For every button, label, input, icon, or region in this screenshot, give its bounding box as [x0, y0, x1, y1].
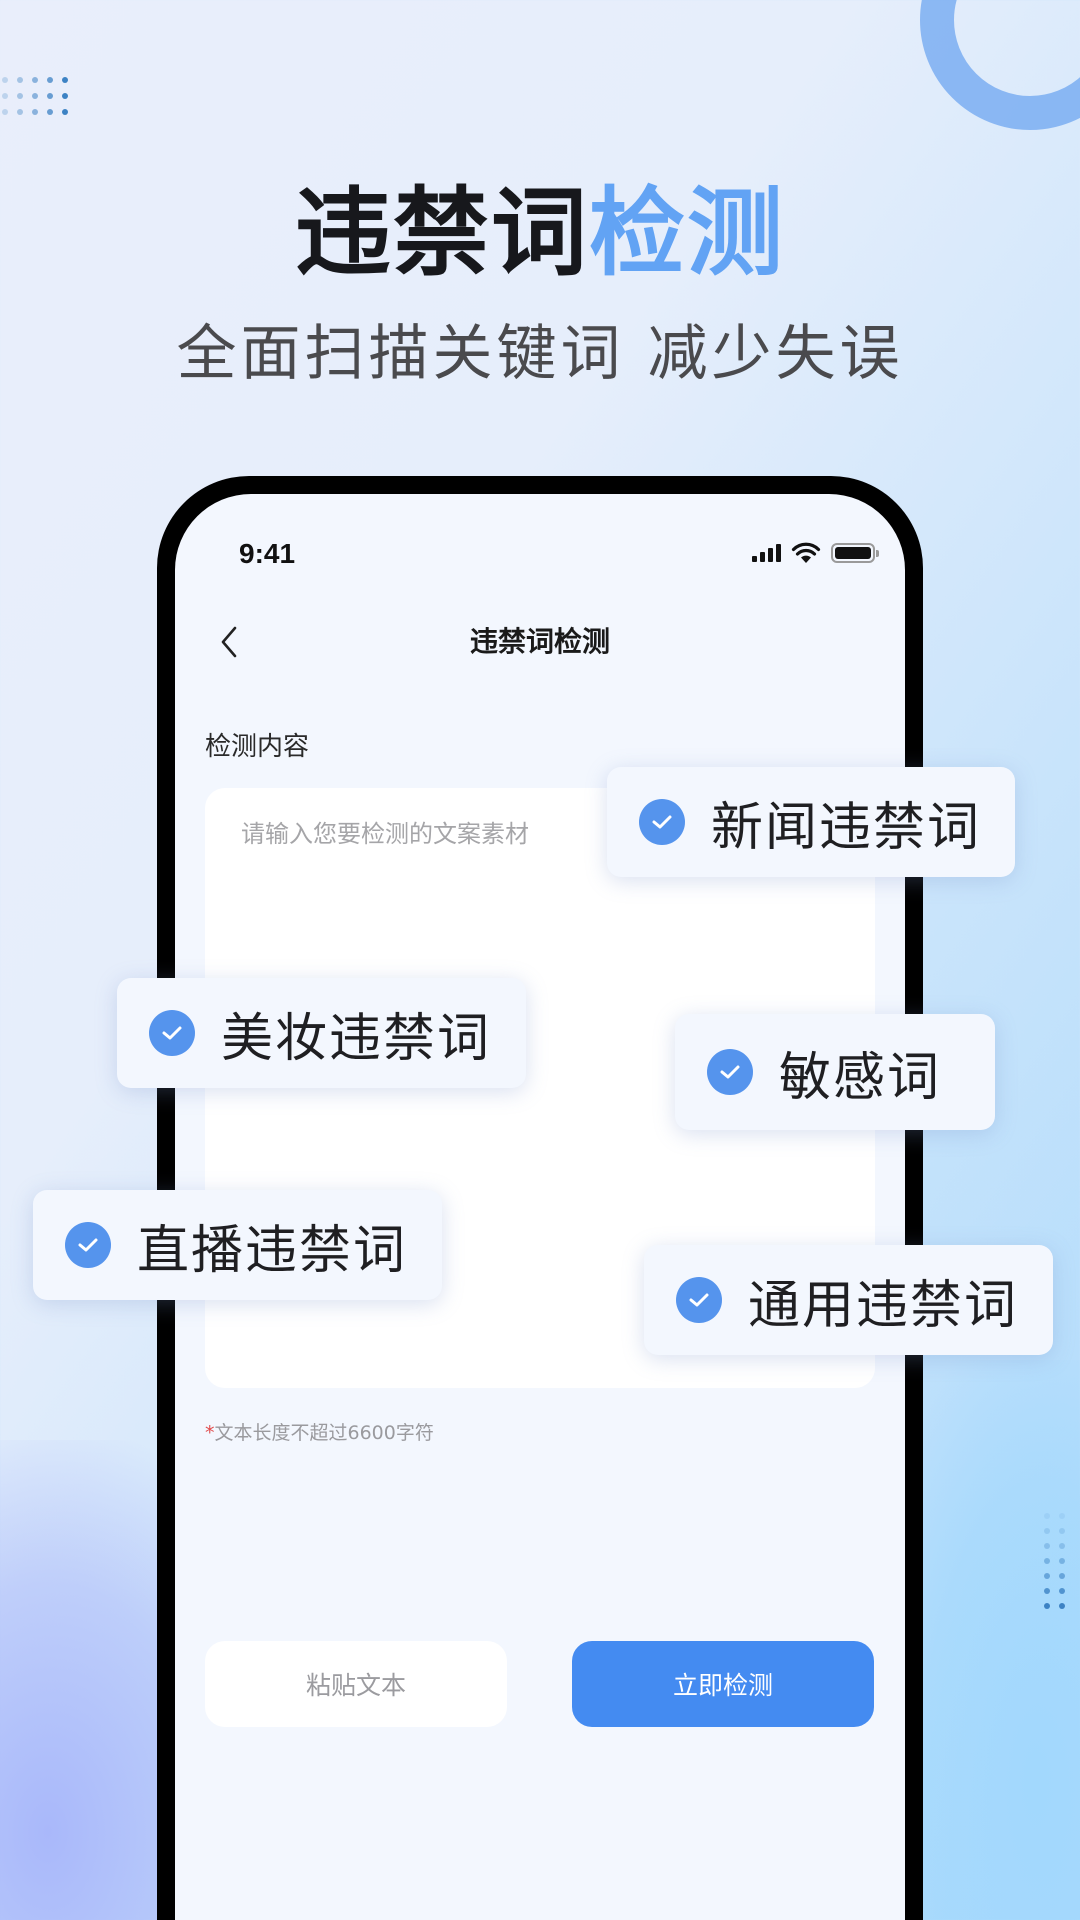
check-circle-icon	[65, 1222, 111, 1268]
hero-title-accent: 检测	[589, 177, 785, 289]
category-label: 美妆违禁词	[221, 1008, 492, 1069]
signal-icon	[752, 544, 781, 562]
required-mark: *	[205, 1422, 215, 1444]
hero-subtitle: 全面扫描关键词 减少失误	[176, 319, 904, 389]
hero-title: 违禁词检测	[0, 155, 1080, 294]
check-circle-icon	[707, 1049, 753, 1095]
category-label: 敏感词	[779, 1047, 942, 1108]
check-circle-icon	[676, 1277, 722, 1323]
category-chip-news[interactable]: 新闻违禁词	[607, 767, 1015, 877]
category-chip-sensitive[interactable]: 敏感词	[675, 1014, 995, 1130]
paste-text-button[interactable]: 粘贴文本	[205, 1641, 507, 1727]
decorative-dots-top-left	[2, 77, 77, 125]
page-title: 违禁词检测	[469, 625, 610, 658]
check-circle-icon	[149, 1010, 195, 1056]
wifi-icon	[791, 542, 821, 563]
status-time: 9:41	[239, 538, 296, 569]
detect-now-button[interactable]: 立即检测	[572, 1641, 874, 1727]
category-chip-beauty[interactable]: 美妆违禁词	[117, 978, 526, 1088]
category-label: 新闻违禁词	[711, 797, 982, 858]
length-hint-text: 文本长度不超过6600字符	[214, 1422, 434, 1444]
battery-icon	[831, 543, 879, 563]
decorative-ring	[920, 0, 1080, 130]
length-hint: *文本长度不超过6600字符	[205, 1418, 434, 1445]
status-icons	[752, 542, 879, 564]
section-label: 检测内容	[205, 732, 310, 762]
category-label: 通用违禁词	[748, 1275, 1019, 1336]
category-label: 直播违禁词	[137, 1220, 408, 1281]
hero-title-main: 违禁词	[295, 177, 589, 289]
category-chip-general[interactable]: 通用违禁词	[644, 1245, 1053, 1355]
decorative-dots-bottom-right	[1044, 1513, 1074, 1618]
category-chip-livestream[interactable]: 直播违禁词	[33, 1190, 442, 1300]
check-circle-icon	[639, 799, 685, 845]
back-chevron-icon[interactable]	[213, 622, 243, 662]
